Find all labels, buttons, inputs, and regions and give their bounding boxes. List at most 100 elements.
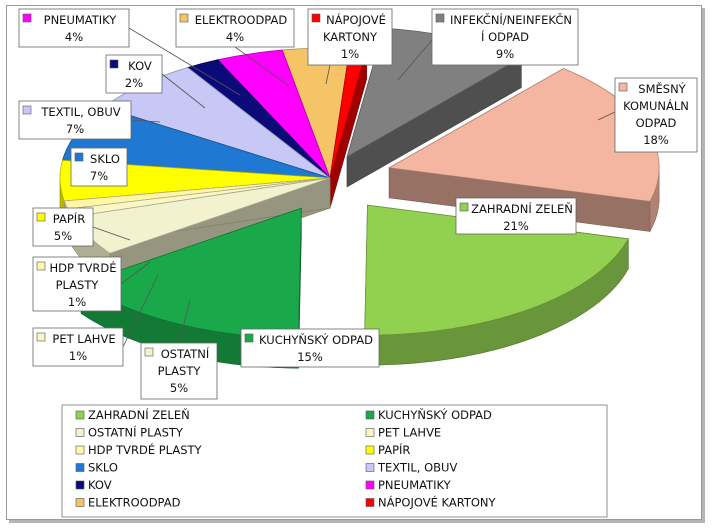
data-label-text: KUCHYŇSKÝ ODPAD (259, 332, 373, 347)
data-label-box (614, 77, 698, 153)
data-label-text: 1% (341, 47, 359, 61)
data-label-text: SKLO (90, 152, 120, 166)
data-label-sklo: SKLO 7% (70, 147, 128, 187)
data-label-text: PAPÍR (53, 211, 85, 226)
data-label-box (32, 327, 124, 367)
data-label-text: 4% (226, 30, 244, 44)
data-label-text: 1% (68, 295, 86, 309)
legend-swatch (75, 428, 85, 437)
legend-item-sklo: SKLO (75, 461, 118, 475)
data-label-hdp-tvrde-plasty: HDP TVRDÉ PLASTY 1% (32, 256, 122, 312)
legend-label: TEXTIL, OBUV (377, 461, 457, 475)
data-label-text: 5% (170, 381, 188, 395)
data-label-swatch (435, 13, 445, 23)
data-label-text: OSTATNÍ (161, 346, 210, 361)
data-label-box (455, 197, 577, 235)
legend-label: PET LAHVE (378, 426, 441, 440)
data-label-text: 21% (503, 219, 529, 233)
legend-item-hdp-tvrde-plasty: HDP TVRDÉ PLASTY (75, 442, 203, 457)
legend-label: HDP TVRDÉ PLASTY (88, 442, 203, 457)
legend-label: PAPÍR (378, 442, 410, 457)
data-label-box (32, 256, 122, 312)
legend-item-papir: PAPÍR (365, 442, 410, 457)
legend-label: SKLO (88, 461, 118, 475)
leader-line-smesny-komunalni-odpad (597, 111, 616, 121)
data-label-text: KARTONY (323, 30, 378, 44)
data-label-text: Í ODPAD (481, 29, 529, 44)
pie-slices (59, 27, 660, 369)
data-label-box (175, 8, 295, 48)
data-label-swatch (311, 13, 321, 23)
data-label-box (18, 8, 130, 48)
data-label-text: ZAHRADNÍ ZELEŇ (471, 201, 573, 216)
legend-item-kov: KOV (75, 478, 112, 492)
legend-swatch (365, 498, 375, 507)
data-label-swatch (22, 13, 32, 23)
leader-lines (92, 27, 616, 348)
leader-line-textil-obuv (130, 119, 161, 123)
legend-swatch (75, 410, 85, 420)
leader-line-kov (161, 73, 206, 109)
legend-item-pneumatiky: PNEUMATIKY (365, 478, 452, 492)
leader-line-pet-lahve (122, 274, 159, 348)
data-label-text: 9% (496, 47, 514, 61)
data-label-swatch (179, 13, 189, 23)
legend-swatch (365, 428, 375, 437)
data-label-swatch (244, 333, 254, 343)
legend-item-textil-obuv: TEXTIL, OBUV (365, 461, 457, 475)
data-label-swatch (36, 261, 46, 271)
legend-swatch (75, 463, 85, 472)
data-label-text: ELEKTROODPAD (195, 13, 288, 27)
data-label-box (18, 100, 132, 140)
data-label-swatch (618, 82, 628, 92)
legend-swatch (75, 480, 85, 490)
legend-swatch (75, 498, 85, 507)
leader-line-ostatni-plasty (178, 299, 191, 344)
legend-item-kuchynsky-odpad: KUCHYŇSKÝ ODPAD (365, 407, 492, 422)
data-label-box (140, 342, 218, 400)
legend-label: NÁPOJOVÉ KARTONY (378, 495, 497, 510)
data-label-swatch (74, 152, 84, 162)
data-label-swatch (36, 332, 46, 342)
data-label-pet-lahve: PET LAHVE 1% (32, 327, 124, 367)
data-label-text: PLASTY (56, 278, 100, 292)
data-label-text: 1% (69, 349, 87, 363)
data-label-swatch (459, 202, 469, 212)
data-label-text: HDP TVRDÉ (49, 260, 116, 275)
data-label-swatch (109, 59, 119, 69)
legend-swatch (75, 445, 85, 455)
legend-label: OSTATNÍ PLASTY (88, 425, 184, 440)
legend-label: PNEUMATIKY (378, 478, 452, 492)
data-label-text: INFEKČNÍ/NEINFEKČN (450, 12, 572, 27)
data-label-box (431, 8, 579, 66)
data-label-text: 7% (90, 169, 108, 183)
data-label-box (240, 328, 380, 368)
legend-item-zahradni-zelen: ZAHRADNÍ ZELEŇ (75, 407, 190, 422)
data-label-text: 2% (125, 76, 143, 90)
data-label-box (307, 8, 393, 66)
legend-box (61, 404, 608, 518)
legend-swatch (365, 410, 375, 420)
legend-item-pet-lahve: PET LAHVE (365, 426, 441, 440)
legend-item-ostatni-plasty: OSTATNÍ PLASTY (75, 425, 184, 440)
leader-line-hdp-tvrde-plasty (120, 261, 151, 285)
leader-line-papir (92, 226, 131, 241)
data-label-text: PNEUMATIKY (44, 13, 118, 27)
leader-line-infekcni-neinfekcni-odpad (397, 39, 433, 81)
legend-swatch (365, 480, 375, 490)
pie-slice-top (364, 204, 629, 336)
data-label-swatch (144, 347, 154, 357)
data-label-elektroodpad: ELEKTROODPAD 4% (175, 8, 295, 48)
data-label-text: 15% (297, 350, 323, 364)
data-label-text: 18% (643, 133, 669, 147)
data-label-text: PET LAHVE (52, 332, 115, 346)
legend-label: ZAHRADNÍ ZELEŇ (88, 407, 190, 422)
data-label-text: TEXTIL, OBUV (40, 105, 120, 119)
data-label-infekcni-neinfekcni-odpad: INFEKČNÍ/NEINFEKČN Í ODPAD 9% (431, 8, 579, 66)
data-label-text: KOV (128, 59, 152, 73)
